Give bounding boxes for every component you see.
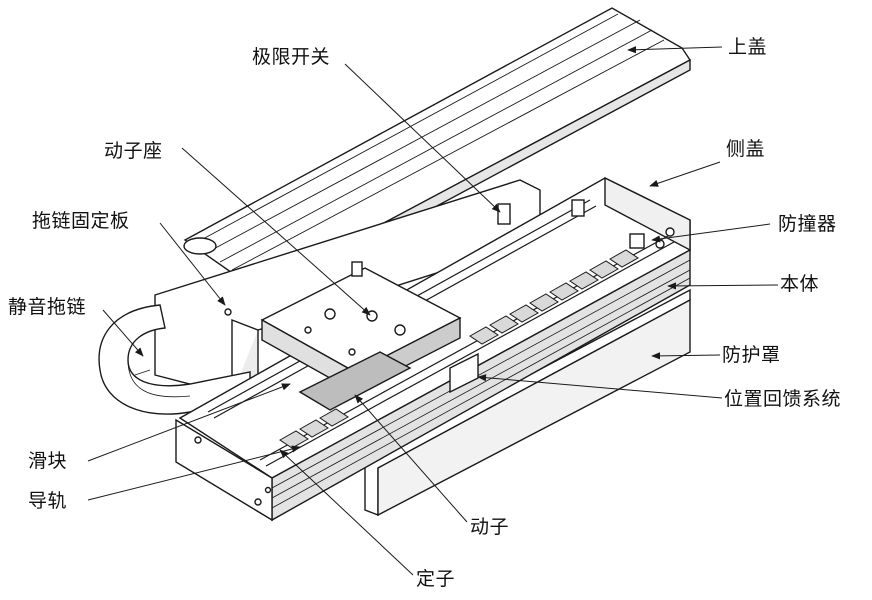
label-mover-seat: 动子座 [104,140,163,162]
mover-seat-part [260,261,479,411]
label-limit-switch: 极限开关 [252,46,331,68]
label-body: 本体 [780,273,820,295]
label-bumper: 防撞器 [778,213,837,235]
label-mover: 动子 [470,516,510,538]
label-drag-chain-plate: 拖链固定板 [32,210,130,232]
label-stator: 定子 [416,568,456,590]
silent-drag-chain-part [98,304,251,415]
label-protective-cover: 防护罩 [722,344,781,366]
label-top-cover: 上盖 [728,36,768,58]
label-silent-drag-chain: 静音拖链 [8,296,87,318]
leader-lines [87,46,779,576]
label-side-cover: 侧盖 [726,138,766,160]
label-slider: 滑块 [28,450,68,472]
label-guide-rail: 导轨 [28,490,68,512]
label-position-feedback: 位置回馈系统 [724,388,842,410]
protective-cover-part [364,288,691,517]
